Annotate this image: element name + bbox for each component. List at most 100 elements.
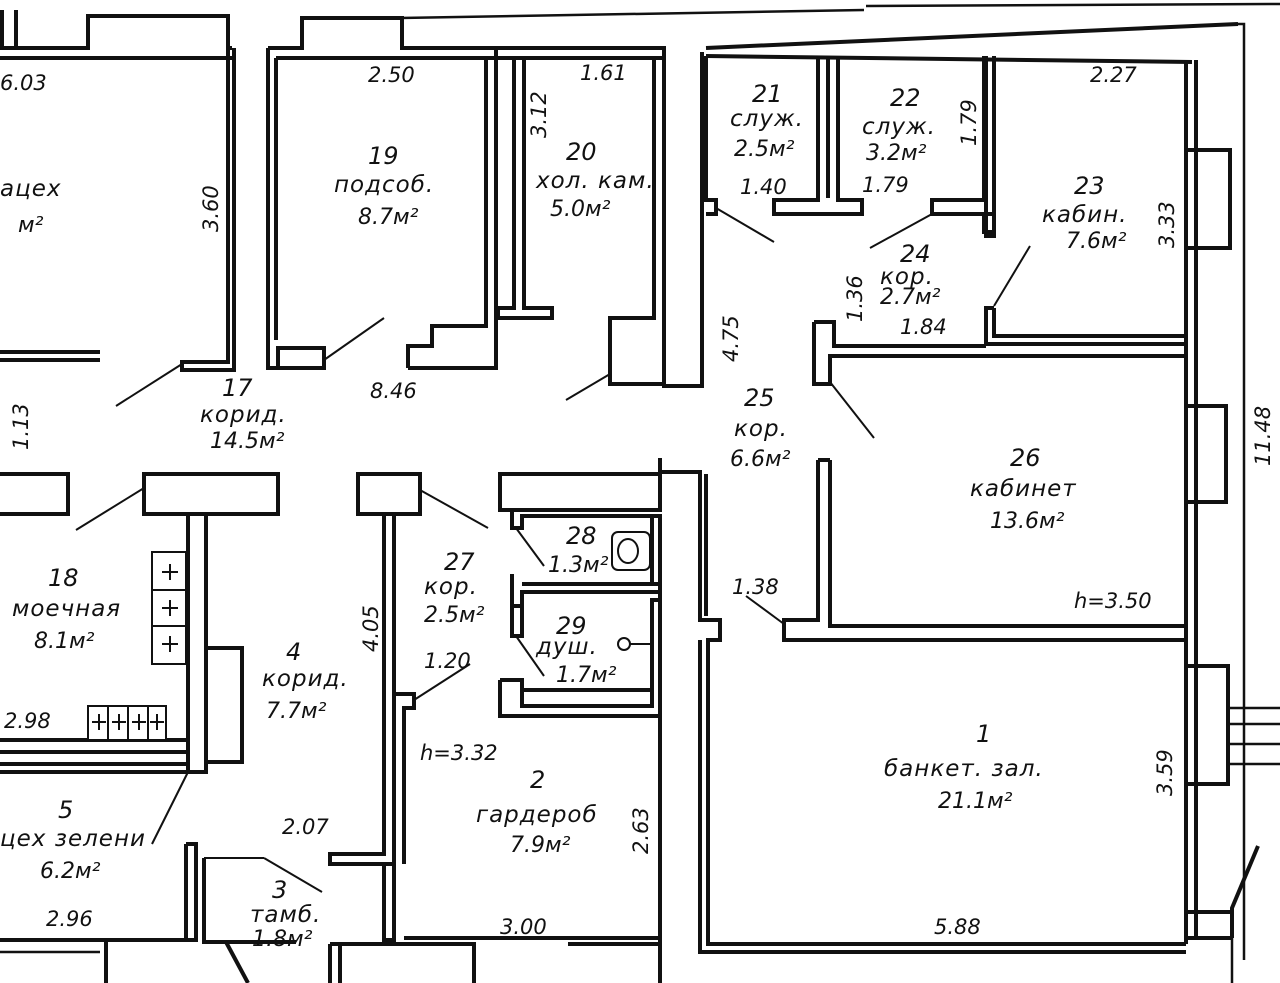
room-20-area: 5.0м² [550, 197, 611, 222]
room-21-name: служ. [730, 106, 804, 132]
room-20-number: 20 [566, 138, 597, 166]
wall-r28-r29 [498, 472, 662, 512]
dim-3-60: 3.60 [199, 185, 223, 232]
wall-r16-right [180, 48, 236, 372]
room-29-number: 29 [556, 612, 587, 640]
room-29-area: 1.7м² [556, 663, 617, 688]
dim-3-12: 3.12 [527, 91, 551, 138]
room-24-name: кор. [880, 264, 934, 290]
dim-1-61: 1.61 [580, 61, 627, 85]
dim-3-00: 3.00 [500, 915, 547, 939]
room-2-number: 2 [530, 766, 545, 794]
room-1-number: 1 [976, 720, 991, 748]
room-27-number: 27 [444, 548, 475, 576]
room-5-name: цех зелени [0, 826, 146, 852]
dim-4-75: 4.75 [719, 315, 743, 362]
room-17-area: 14.5м² [210, 429, 285, 454]
room-4-number: 4 [286, 638, 301, 666]
room-22-area: 3.2м² [866, 141, 927, 166]
ceiling-height-3-50: h=3.50 [1074, 589, 1152, 613]
room-18-number: 18 [48, 564, 79, 592]
room-22-number: 22 [890, 84, 921, 112]
room-27-area: 2.5м² [424, 603, 485, 628]
wall-r18 [0, 472, 70, 516]
room-25-area: 6.6м² [730, 447, 791, 472]
room-20-name: хол. кам. [535, 168, 655, 194]
dim-4-05: 4.05 [359, 605, 383, 652]
room-3-name: тамб. [250, 902, 321, 928]
room-23-area: 7.6м² [1066, 229, 1127, 254]
room-5-area: 6.2м² [40, 859, 101, 884]
room-17-name: корид. [200, 402, 287, 428]
room-labels: ацех м² 19 подсоб. 8.7м² 20 хол. кам. 5.… [0, 80, 1127, 952]
room-28-area: 1.3м² [548, 553, 609, 578]
wall-r24 [814, 320, 986, 348]
room-24-area: 2.7м² [880, 285, 941, 310]
wall-r20 [496, 58, 554, 320]
dim-11-48: 11.48 [1251, 406, 1275, 466]
ceiling-height-3-32: h=3.32 [420, 741, 498, 765]
wall-r23 [984, 56, 996, 238]
room-18-area: 8.1м² [34, 629, 95, 654]
dim-6-03: 6.03 [0, 71, 47, 95]
room-22-name: служ. [862, 114, 936, 140]
dim-1-40: 1.40 [740, 175, 787, 199]
room-25-name: кор. [734, 416, 788, 442]
room-5-number: 5 [58, 796, 73, 824]
dim-2-50: 2.50 [368, 63, 415, 87]
room-2-area: 7.9м² [510, 833, 571, 858]
dim-2-98: 2.98 [4, 709, 51, 733]
dim-1-20: 1.20 [424, 649, 471, 673]
room-3-number: 3 [272, 876, 287, 904]
room-16-area: м² [18, 213, 44, 238]
dimension-labels: 6.03 3.60 2.50 3.12 1.61 1.40 1.79 1.79 … [0, 61, 1275, 939]
door-swings [75, 207, 1031, 893]
room-1-name: банкет. зал. [884, 756, 1044, 782]
room-26-area: 13.6м² [990, 509, 1065, 534]
room-23-number: 23 [1074, 172, 1105, 200]
room-17-number: 17 [222, 374, 253, 402]
toilet-icon [611, 531, 651, 571]
room-21-area: 2.5м² [734, 137, 795, 162]
dim-1-79-h: 1.79 [862, 173, 909, 197]
dim-1-38: 1.38 [732, 575, 779, 599]
shower-icon [617, 637, 652, 651]
dim-2-96: 2.96 [46, 907, 93, 931]
dim-2-27: 2.27 [1090, 63, 1137, 87]
dim-1-36: 1.36 [843, 275, 867, 322]
dim-1-84: 1.84 [900, 315, 947, 339]
wall-r4 [356, 472, 422, 516]
sink-fixture-horizontal [87, 705, 167, 741]
room-19-name: подсоб. [334, 172, 434, 198]
room-26-name: кабинет [970, 476, 1077, 502]
dim-5-88: 5.88 [934, 915, 981, 939]
dim-1-13: 1.13 [9, 403, 33, 450]
room-1-area: 21.1м² [938, 789, 1013, 814]
room-4-area: 7.7м² [266, 699, 327, 724]
wall-r19 [266, 48, 326, 370]
dim-3-33: 3.33 [1155, 201, 1179, 248]
dim-2-07: 2.07 [282, 815, 329, 839]
wall-r21-r22 [704, 56, 718, 216]
dim-1-79-v: 1.79 [957, 99, 981, 146]
wall-top-right [705, 22, 1239, 50]
room-4-name: корид. [262, 666, 349, 692]
dim-2-63: 2.63 [629, 807, 653, 854]
sink-fixture-vertical [151, 551, 187, 665]
dim-8-46: 8.46 [370, 379, 417, 403]
dim-3-59: 3.59 [1153, 749, 1177, 796]
room-29-name: душ. [535, 634, 598, 660]
wall-r26 [782, 460, 1186, 642]
room-24-number: 24 [900, 240, 931, 268]
room-25-number: 25 [744, 384, 775, 412]
room-19-area: 8.7м² [358, 205, 419, 230]
wall-bottom [0, 938, 108, 983]
room-18-name: моечная [12, 596, 121, 622]
room-21-number: 21 [752, 80, 783, 108]
room-28-number: 28 [566, 522, 597, 550]
wall-r1 [658, 458, 1186, 946]
room-3-area: 1.8м² [252, 927, 313, 952]
room-27-name: кор. [424, 574, 478, 600]
